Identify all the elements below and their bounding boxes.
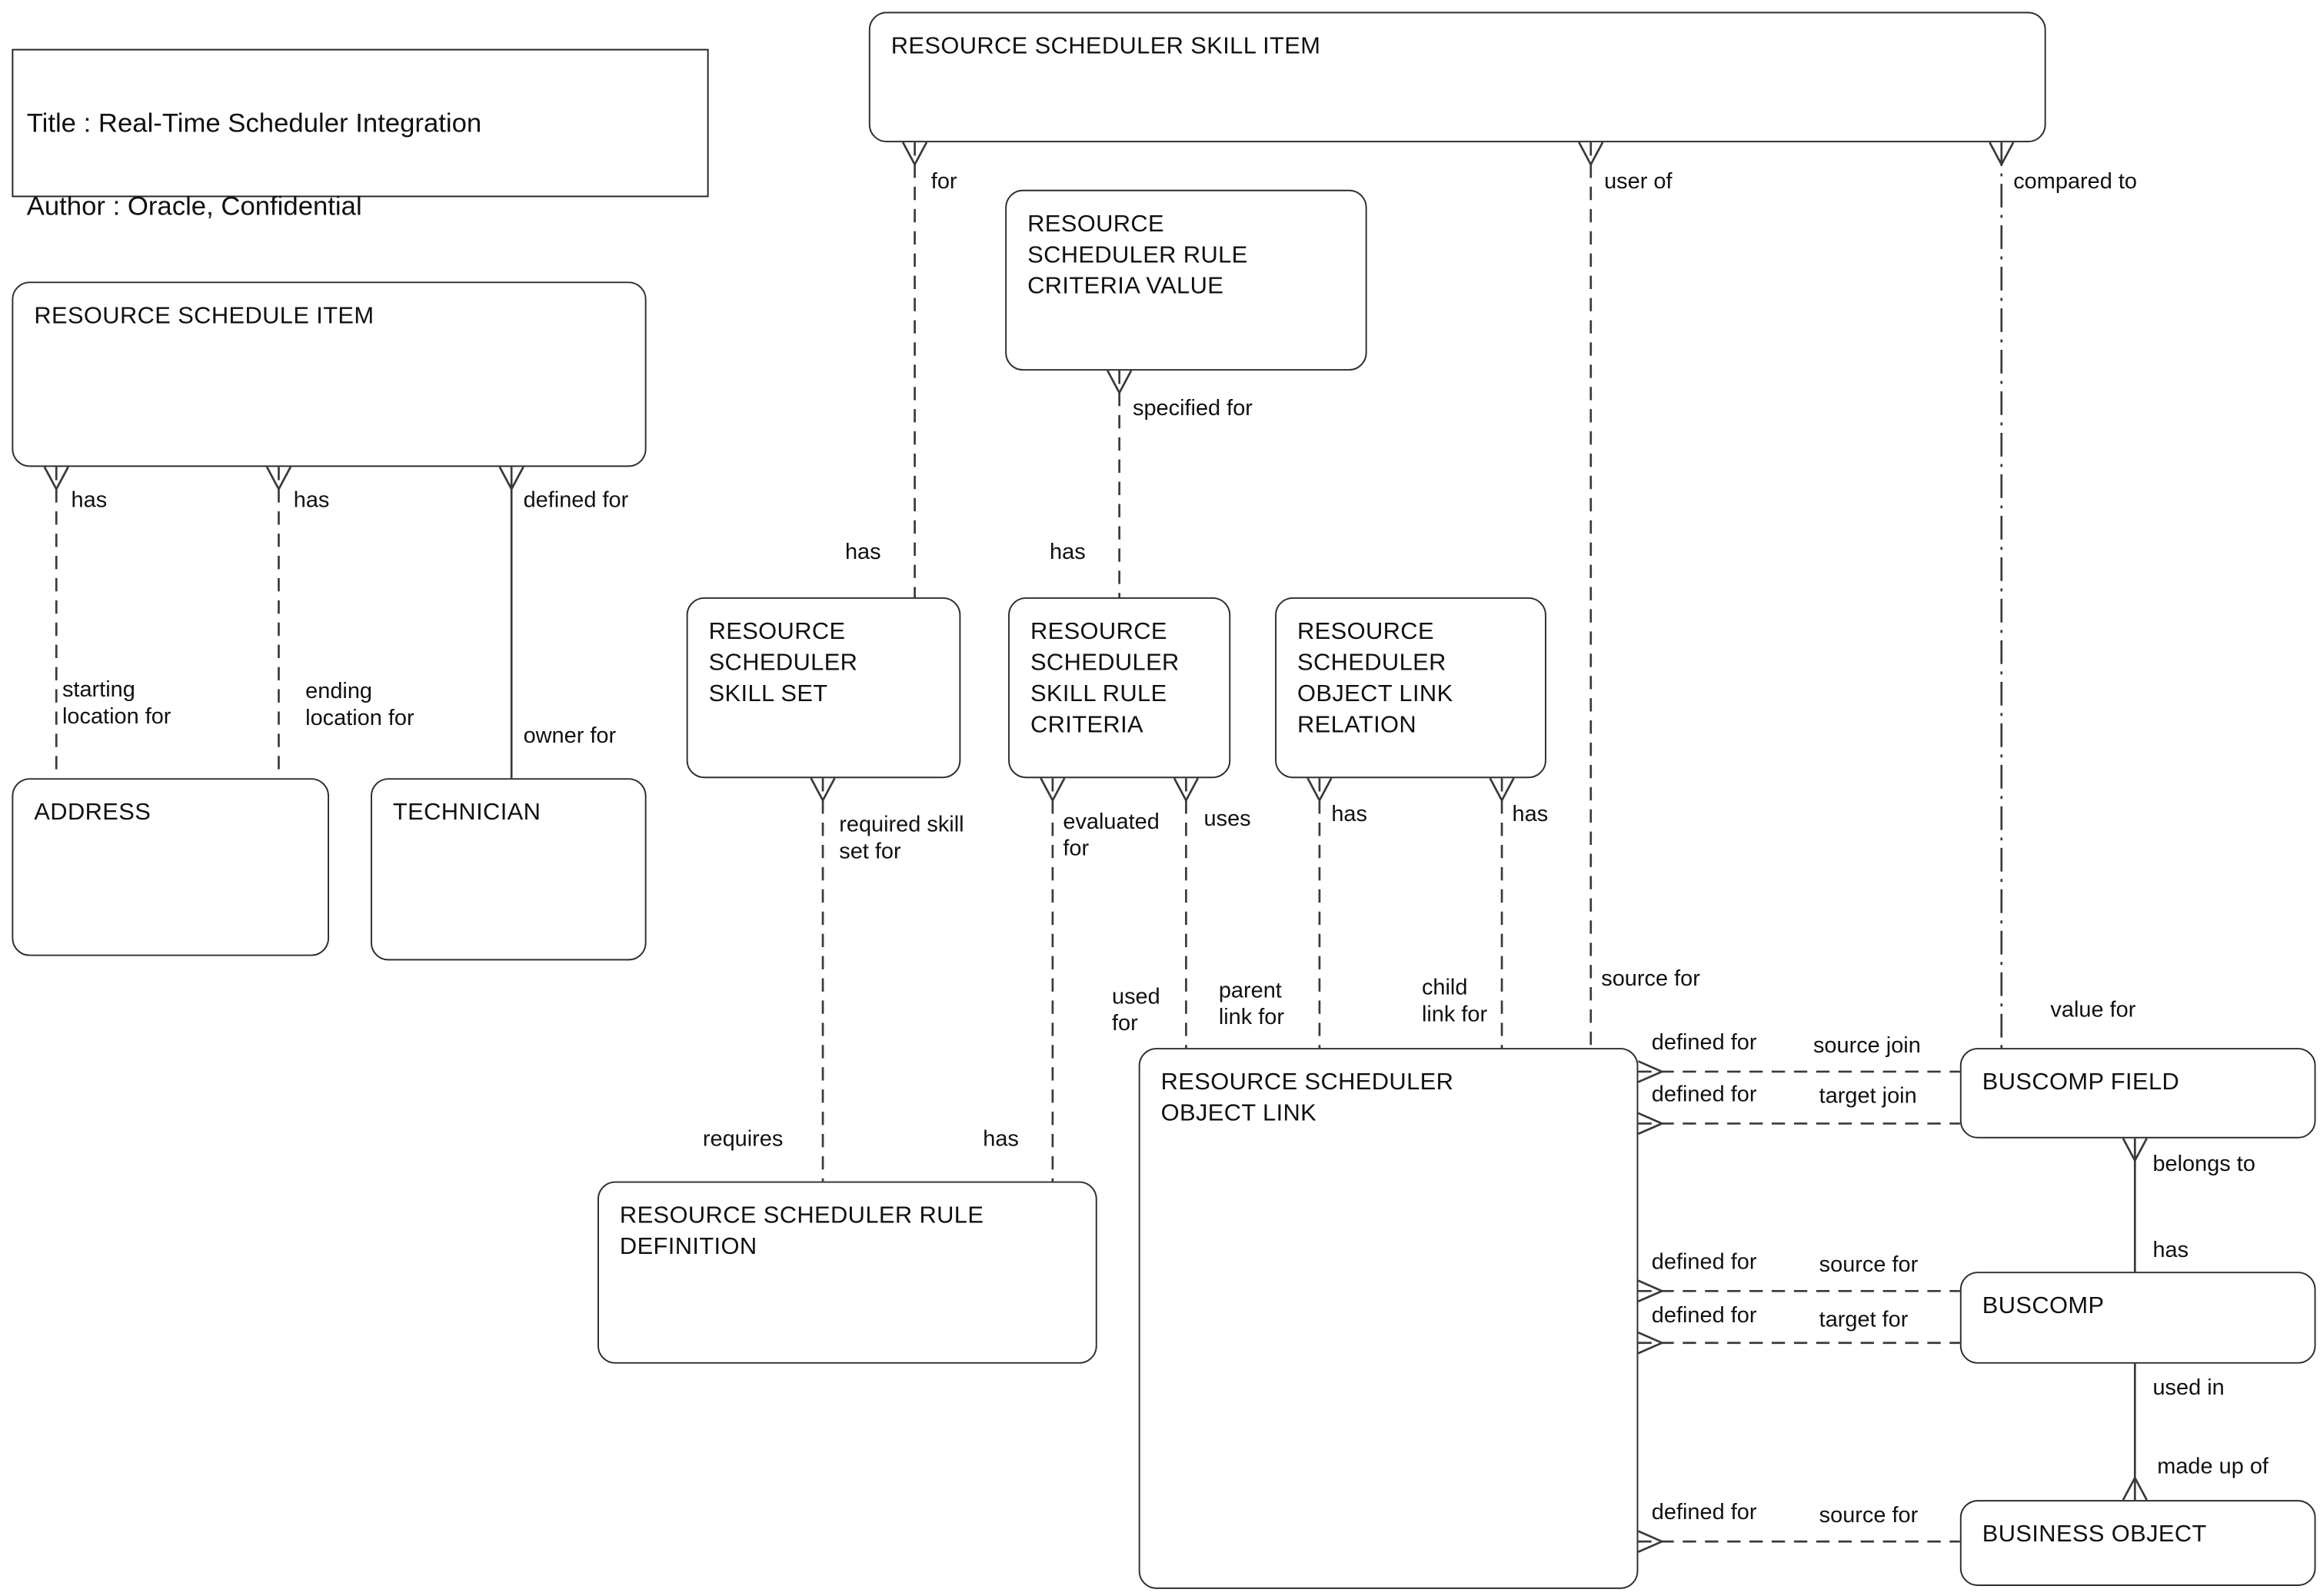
diagram-title-block: Title : Real-Time Scheduler Integration … [12,48,709,221]
rel-label-defined-for-source-join: defined for [1651,1029,1757,1056]
rel-label-source-join: source join [1812,1032,1921,1059]
rel-label-defined-for-technician: defined for [523,487,629,514]
rel-label-for: for [930,168,957,195]
rel-label-uses: uses [1203,806,1251,832]
entity-address: ADDRESS [12,778,330,956]
rel-label-has-skill-rule-criteria: has [1050,539,1086,565]
rel-label-child-link-for: child link for [1421,975,1488,1028]
diagram-author: Author : Oracle, Confidential [26,191,362,221]
rel-label-defined-for-target-buscomp: defined for [1651,1302,1757,1328]
entity-name: RESOURCE SCHEDULER RULE DEFINITION [619,1203,984,1260]
rel-label-value-for: value for [2050,997,2136,1023]
rel-label-evaluated-for: evaluated for [1063,809,1160,862]
rel-label-defined-for-source-busobj: defined for [1651,1500,1757,1525]
rel-label-source-for-business-object: source for [1819,1502,1919,1528]
rel-label-has-rule-definition: has [983,1126,1019,1152]
entity-name: RESOURCE SCHEDULER OBJECT LINK [1160,1070,1454,1127]
entity-name: RESOURCE SCHEDULER SKILL SET [708,619,858,707]
rel-label-owner-for: owner for [523,723,617,749]
rel-label-has-buscomp-field: has [2152,1237,2189,1263]
entity-name: BUSINESS OBJECT [1982,1522,2207,1548]
entity-business-object: BUSINESS OBJECT [1959,1500,2316,1586]
crowsfoot-up-icon [2122,1477,2148,1501]
entity-name: TECHNICIAN [392,800,541,826]
entity-name: BUSCOMP FIELD [1982,1070,2180,1096]
rel-label-belongs-to: belongs to [2152,1152,2255,1177]
entity-name: RESOURCE SCHEDULER OBJECT LINK RELATION [1297,619,1453,739]
rel-label-requires: requires [702,1126,784,1152]
rel-label-required-skill-set-for: required skill set for [839,812,964,865]
crowsfeet-right-icon [1637,1060,1663,1553]
rel-label-has-parent-link: has [1331,802,1367,827]
rel-label-source-for-object-link: source for [1601,966,1700,992]
entity-resource-scheduler-skill-set: RESOURCE SCHEDULER SKILL SET [686,597,961,779]
entity-resource-scheduler-object-link-relation: RESOURCE SCHEDULER OBJECT LINK RELATION [1275,597,1546,779]
entity-name: BUSCOMP [1982,1294,2105,1319]
rel-label-target-for: target for [1819,1307,1909,1333]
entity-resource-schedule-item: RESOURCE SCHEDULE ITEM [12,281,647,467]
rel-label-parent-link-for: parent link for [1218,978,1285,1030]
rel-label-made-up-of: made up of [2157,1454,2268,1480]
rel-label-has-ending: has [293,487,330,514]
entity-resource-scheduler-rule-criteria-value: RESOURCE SCHEDULER RULE CRITERIA VALUE [1005,189,1367,371]
rel-label-source-for-buscomp: source for [1819,1252,1919,1278]
rel-label-user-of: user of [1604,168,1673,195]
rel-label-starting-location-for: starting location for [62,677,171,730]
rel-label-has-child-link: has [1512,802,1549,827]
rel-label-defined-for-source-buscomp: defined for [1651,1249,1757,1275]
entity-name: RESOURCE SCHEDULER SKILL RULE CRITERIA [1030,619,1180,739]
entity-buscomp: BUSCOMP [1959,1272,2316,1364]
entity-name: RESOURCE SCHEDULER RULE CRITERIA VALUE [1027,211,1248,300]
rel-label-ending-location-for: ending location for [305,679,414,731]
entity-name: RESOURCE SCHEDULER SKILL ITEM [890,34,1321,60]
crowsfeet-down-icon [43,141,2148,1162]
rel-label-has-starting: has [71,487,108,514]
rel-label-specified-for: specified for [1132,395,1253,421]
entity-resource-scheduler-object-link: RESOURCE SCHEDULER OBJECT LINK [1138,1048,1639,1589]
rel-label-has-skill-set: has [844,539,881,565]
entity-name: ADDRESS [34,800,151,826]
entity-buscomp-field: BUSCOMP FIELD [1959,1048,2316,1139]
rel-label-used-in: used in [2152,1375,2225,1401]
entity-name: RESOURCE SCHEDULE ITEM [34,304,374,330]
entity-technician: TECHNICIAN [371,778,647,961]
rel-label-defined-for-target-join: defined for [1651,1082,1757,1108]
entity-resource-scheduler-skill-rule-criteria: RESOURCE SCHEDULER SKILL RULE CRITERIA [1008,597,1231,779]
diagram-title: Title : Real-Time Scheduler Integration [26,108,482,138]
rel-label-compared-to: compared to [2013,168,2138,195]
entity-resource-scheduler-skill-item: RESOURCE SCHEDULER SKILL ITEM [868,12,2046,143]
entity-resource-scheduler-rule-definition: RESOURCE SCHEDULER RULE DEFINITION [597,1181,1097,1364]
rel-label-target-join: target join [1819,1083,1917,1109]
rel-label-used-for: used for [1112,984,1160,1036]
